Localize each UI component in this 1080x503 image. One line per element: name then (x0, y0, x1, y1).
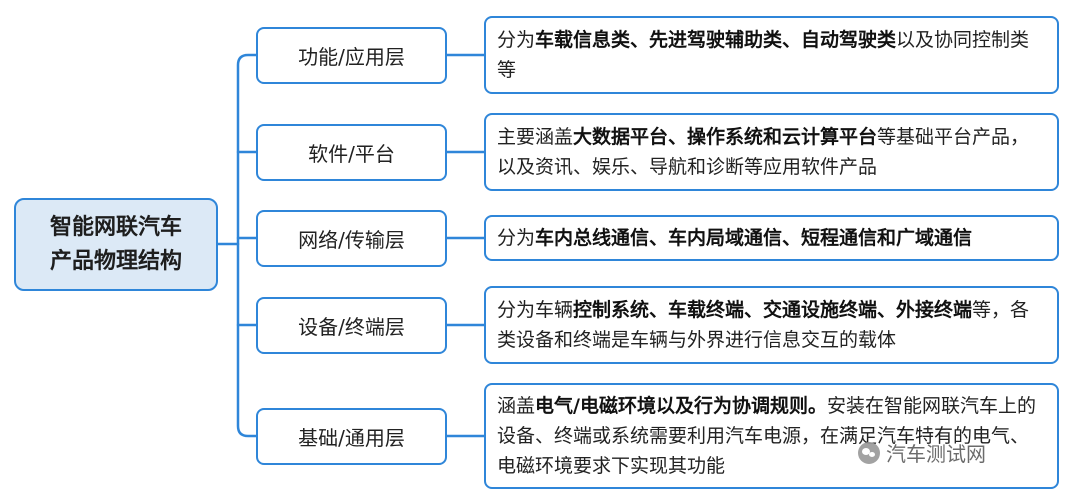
root-node: 智能网联汽车 产品物理结构 (14, 198, 218, 291)
detail-text: 分为车内总线通信、车内局域通信、短程通信和广域通信 (497, 223, 972, 253)
detail-text: 分为车辆控制系统、车载终端、交通设施终端、外接终端等，各类设备和终端是车辆与外界… (497, 295, 1047, 355)
detail-text-bold: 大数据平台、操作系统和云计算平台 (573, 126, 878, 148)
detail-box-device-terminal: 分为车辆控制系统、车载终端、交通设施终端、外接终端等，各类设备和终端是车辆与外界… (484, 286, 1059, 364)
detail-box-function-application: 分为车载信息类、先进驾驶辅助类、自动驾驶类以及协同控制类等 (484, 16, 1059, 94)
detail-text-segment: 涵盖 (497, 395, 536, 417)
detail-text-segment: 安装在智能网联汽车上的设备、终端或系统需要利用汽车电源，在满足汽车特有的电气、电… (497, 395, 1036, 477)
detail-text-bold: 车载信息类、先进驾驶辅助类、自动驾驶类 (535, 29, 897, 51)
branch-node-device-terminal: 设备/终端层 (256, 297, 447, 354)
watermark: 汽车测试网 (858, 438, 986, 467)
root-title-line-1: 智能网联汽车 (49, 214, 182, 240)
detail-text-segment: 等基础平台产品，以及资讯、娱乐、导航和诊断等应用软件产品 (497, 126, 1030, 178)
detail-text-segment: 分为车辆 (497, 299, 574, 321)
branch-node-network-transport: 网络/传输层 (256, 210, 447, 267)
detail-text-segment: 分为 (497, 227, 536, 249)
detail-text-segment: 等，各类设备和终端是车辆与外界进行信息交互的载体 (497, 299, 1030, 351)
detail-text-segment: 分为 (497, 29, 536, 51)
detail-text: 分为车载信息类、先进驾驶辅助类、自动驾驶类以及协同控制类等 (497, 25, 1047, 85)
detail-box-software-platform: 主要涵盖大数据平台、操作系统和云计算平台等基础平台产品，以及资讯、娱乐、导航和诊… (484, 113, 1059, 191)
detail-box-foundation-general: 涵盖电气/电磁环境以及行为协调规则。安装在智能网联汽车上的设备、终端或系统需要利… (484, 383, 1059, 489)
branch-node-function-application: 功能/应用层 (256, 27, 447, 84)
detail-text: 涵盖电气/电磁环境以及行为协调规则。安装在智能网联汽车上的设备、终端或系统需要利… (497, 391, 1047, 481)
branch-label: 设备/终端层 (298, 315, 405, 339)
branch-node-software-platform: 软件/平台 (256, 124, 447, 181)
watermark-text: 汽车测试网 (886, 442, 986, 466)
branch-label: 基础/通用层 (298, 426, 405, 450)
branch-label: 网络/传输层 (298, 228, 405, 252)
detail-text-segment: 以及协同控制类等 (497, 29, 1030, 81)
wechat-icon (858, 441, 880, 464)
root-title-line-2: 产品物理结构 (49, 248, 182, 274)
detail-text: 主要涵盖大数据平台、操作系统和云计算平台等基础平台产品，以及资讯、娱乐、导航和诊… (497, 122, 1047, 182)
branch-label: 功能/应用层 (298, 45, 405, 69)
branch-node-foundation-general: 基础/通用层 (256, 408, 447, 465)
detail-text-bold: 控制系统、车载终端、交通设施终端、外接终端 (573, 299, 973, 321)
detail-text-bold: 电气/电磁环境以及行为协调规则。 (535, 395, 827, 417)
detail-box-network-transport: 分为车内总线通信、车内局域通信、短程通信和广域通信 (484, 215, 1059, 261)
detail-text-segment: 主要涵盖 (497, 126, 574, 148)
detail-text-bold: 车内总线通信、车内局域通信、短程通信和广域通信 (535, 227, 973, 249)
branch-label: 软件/平台 (308, 142, 395, 166)
